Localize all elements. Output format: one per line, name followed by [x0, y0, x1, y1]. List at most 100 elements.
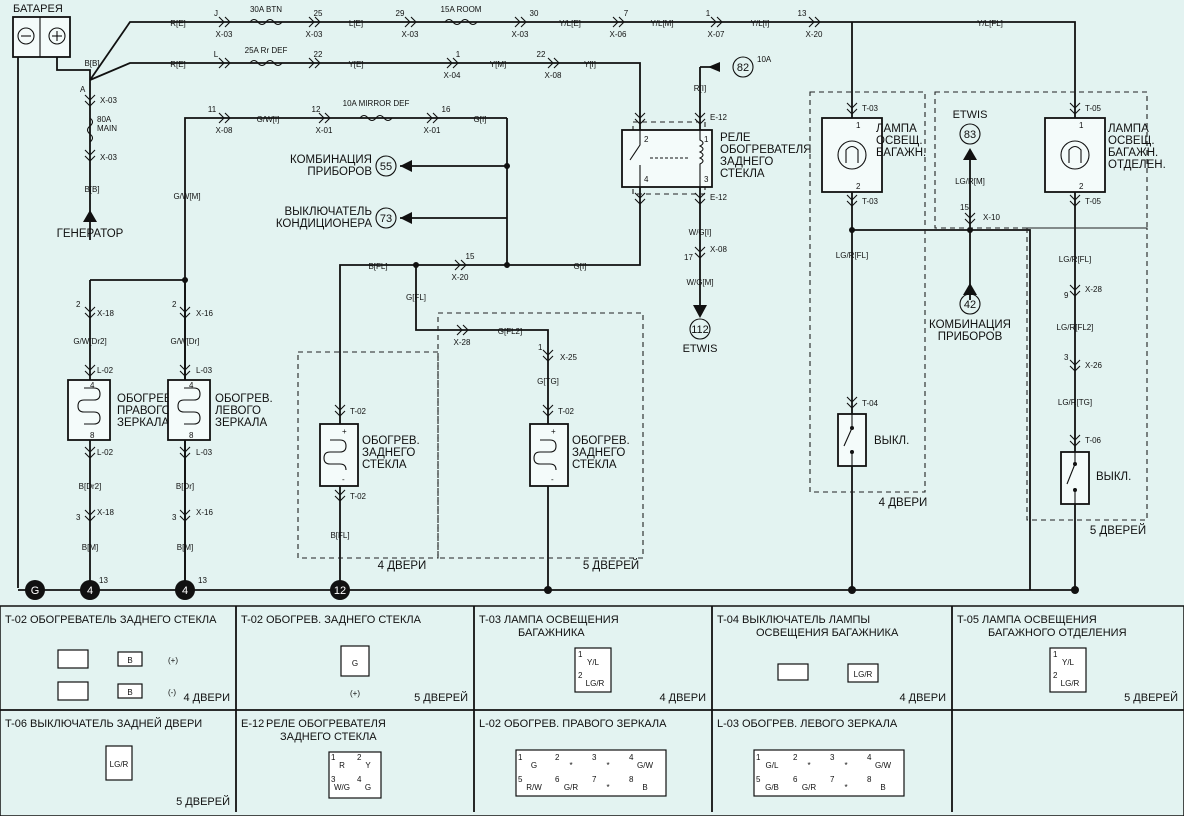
- pin-sign: (+): [168, 656, 178, 665]
- pin-sign: (+): [350, 689, 360, 698]
- label-line: ОСВЕЩ.: [1108, 135, 1155, 147]
- wire-label: B[Dr2]: [79, 482, 102, 491]
- pin-number: 3: [172, 513, 177, 522]
- plus-sign: +: [551, 427, 556, 436]
- connector-label: X-03: [100, 153, 117, 162]
- label-line: ОБОГРЕВ.: [362, 435, 420, 447]
- pin-number: 2: [578, 671, 583, 680]
- doors-5-label-2: 5 ДВЕРЕЙ: [1090, 524, 1146, 537]
- legend-code: L-03: [717, 718, 739, 730]
- pin-number: 1: [756, 753, 761, 762]
- legend-code: T-06: [5, 718, 27, 730]
- connector-shape: [105, 745, 133, 781]
- legend-variant: 4 ДВЕРИ: [899, 692, 946, 704]
- connector-chevron: [446, 57, 459, 69]
- connector-chevron: [694, 246, 706, 259]
- connector-chevron: [179, 364, 191, 377]
- pin-number: 2: [172, 300, 177, 309]
- wire-label: LG/R[FL]: [836, 251, 868, 260]
- battery-label: БАТАРЕЯ: [13, 3, 63, 15]
- connector-chevron: [218, 112, 231, 124]
- legend-variant: 4 ДВЕРИ: [183, 692, 230, 704]
- pin-number: 2: [555, 753, 560, 762]
- label-line: КОМБИНАЦИЯ: [929, 319, 1011, 331]
- ground-g: G: [31, 585, 40, 597]
- connector-label: X-08: [216, 126, 233, 135]
- connector-chevron: [84, 509, 96, 522]
- label-line: ВЫКЛЮЧАТЕЛЬ: [284, 206, 372, 218]
- wire-label: Y[I]: [584, 60, 596, 69]
- pin-number: 1: [538, 343, 543, 352]
- wire-label: W/G[M]: [686, 278, 713, 287]
- pin-color: R: [339, 761, 345, 770]
- pin-color: B: [642, 783, 647, 792]
- legend-variant: 5 ДВЕРЕЙ: [1124, 691, 1178, 704]
- connector-label: X-03: [402, 30, 419, 39]
- pin-color: G/W: [637, 761, 653, 770]
- fuses: 30A BTN 15A ROOM 25A Rr DEF 10A MIRROR D…: [86, 5, 772, 143]
- legend-title: ОСВЕЩЕНИЯ БАГАЖНИКА: [756, 627, 899, 639]
- label-line: БАГАЖН.: [1108, 147, 1158, 159]
- connector-chevron: [1069, 359, 1081, 372]
- connector-chevron: [334, 489, 346, 502]
- wire-label: B[M]: [177, 543, 193, 552]
- pin-number: 2: [1079, 182, 1084, 191]
- connector-chevron: [308, 57, 321, 69]
- label-line: ЗАДНЕГО: [362, 447, 415, 459]
- connector-chevron: [179, 509, 191, 522]
- pin-number: 30: [530, 9, 539, 18]
- minus-sign: -: [551, 475, 554, 484]
- label-line: ЛАМПА: [876, 123, 917, 135]
- pin-number: 2: [357, 753, 362, 762]
- wire-label: Y/L[E]: [559, 19, 581, 28]
- pin-color: Y: [365, 761, 371, 770]
- pin-number: 2: [644, 135, 649, 144]
- pin-color: G: [365, 783, 371, 792]
- label-line: ОСВЕЩ.: [876, 135, 923, 147]
- label-line: ЗАДНЕГО: [720, 156, 773, 168]
- connector-label: X-08: [710, 245, 727, 254]
- legend-title: ЛАМПА ОСВЕЩЕНИЯ: [982, 614, 1097, 626]
- pin-number: 9: [1064, 291, 1069, 300]
- pin-number: 13: [198, 576, 207, 585]
- connector-chevron: [964, 212, 976, 225]
- wire-label: G/W[Dr]: [171, 337, 200, 346]
- ref-73: 73: [380, 213, 392, 225]
- wire-label: G/W[M]: [173, 192, 200, 201]
- pin-color: G/R: [802, 783, 816, 792]
- pin-number: 22: [314, 50, 323, 59]
- connector-chevron: [846, 194, 858, 207]
- pin-number: 15: [960, 203, 969, 212]
- pin-color: LG/R: [854, 670, 873, 679]
- pin-color: *: [844, 761, 847, 770]
- pin-number: 3: [76, 513, 81, 522]
- junctions: [182, 163, 1079, 594]
- pin-color: B: [880, 783, 885, 792]
- pin-number: 4: [644, 175, 649, 184]
- pin-number: 25: [314, 9, 323, 18]
- connector-label: L-03: [196, 366, 213, 375]
- etwis-label-2: ETWIS: [953, 109, 988, 121]
- connector-shape: [777, 663, 809, 681]
- connector-labels: X-03 X-03 X-03 X-03 X-03 X-03 X-06 X-07 …: [76, 9, 1102, 585]
- pin-number: 29: [396, 9, 405, 18]
- ref-83: 83: [964, 129, 976, 141]
- connector-label: X-28: [1085, 285, 1102, 294]
- connector-chevron: [846, 102, 858, 115]
- pin-color: LG/R: [110, 760, 129, 769]
- doors-4-label-2: 4 ДВЕРИ: [879, 497, 928, 509]
- wire-label: W/G[I]: [689, 228, 712, 237]
- connector-chevron: [318, 112, 331, 124]
